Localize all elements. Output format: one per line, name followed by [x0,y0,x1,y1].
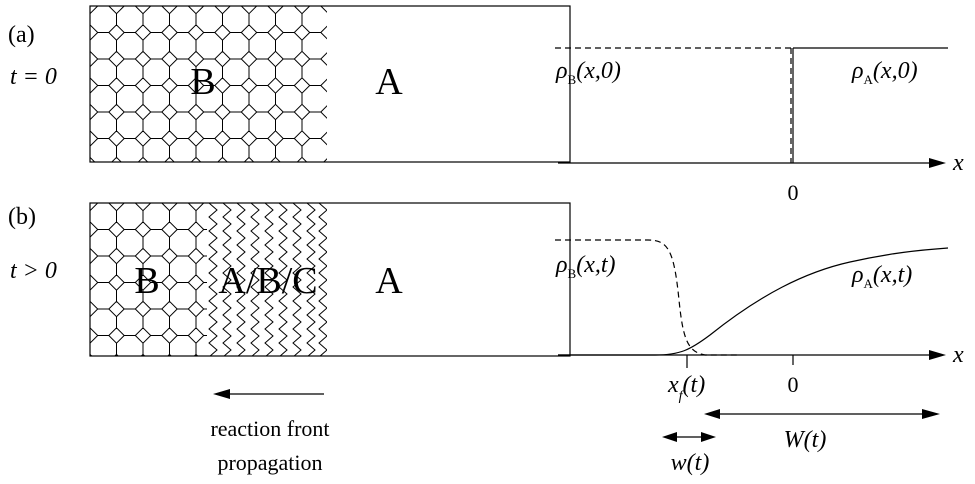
panel-b-rho-b-curve [555,239,740,356]
panel-b-x-arrowhead [929,350,946,360]
rho-a-args: (x,0) [873,58,918,84]
front-symbol: x [667,372,679,398]
width-w-label: w(t) [671,450,710,476]
panel-b-mixed-zone [208,203,327,356]
panel-b-rho-a-curve [558,247,949,356]
width-w-arrow [662,432,716,442]
rho-a-subscript: A [864,72,874,87]
octagon-cells [90,6,327,162]
rho-b-t-args: (x,t) [576,252,615,278]
panel-b-rho-b-label: ρB(x,t) [555,252,616,281]
front-position-label: xf(t) [667,372,705,404]
caption-line-2: propagation [217,450,322,475]
rho-a-t-symbol: ρ [851,262,864,288]
zigzag-line [250,203,260,356]
zigzag-line [278,203,288,356]
panel-a-rho-a-label: ρA(x,0) [851,58,918,87]
front-args: (t) [683,372,706,398]
panel-b-rho-a-label: ρA(x,t) [851,262,912,291]
rho-a-symbol: ρ [851,58,864,84]
rho-b-t-subscript: B [568,266,577,281]
rho-a-t-args: (x,t) [873,262,912,288]
panel-b-region-a: A [375,260,403,302]
panel-a-rho-b-label: ρB(x,0) [555,58,621,87]
panel-b-region-b: B [134,260,159,302]
panel-b-region-mixed: A/B/C [218,260,317,302]
zigzag-line [264,203,274,356]
rho-b-args: (x,0) [576,58,621,84]
rho-b-symbol: ρ [555,58,568,84]
width-big-w-label: W(t) [784,427,827,453]
panel-a-domain-box [89,5,571,163]
panel-b-b-lattice [90,203,207,356]
zigzag-line [306,203,316,356]
panel-a-region-a: A [375,61,403,103]
propagation-arrow [213,389,324,399]
rho-b-t-symbol: ρ [555,252,568,278]
zigzag-line [292,203,302,356]
panel-b-domain-box [89,202,571,357]
panel-b-origin-label: 0 [788,372,799,397]
octagon-cells [90,203,207,356]
panel-a-x-label: x [952,150,964,176]
panel-b-label: (b) [8,204,36,230]
panel-a-region-b: B [190,61,215,103]
panel-a-time: t = 0 [10,64,57,90]
panel-b-plot: x 0 ρB(x,t) ρA(x,t) xf(t) w(t) W(t) [555,239,964,476]
rho-a-t-subscript: A [864,276,874,291]
panel-a-x-arrowhead [929,158,946,168]
rho-b-subscript: B [568,72,577,87]
panel-b-time: t > 0 [10,258,57,284]
width-big-w-arrow [704,409,940,419]
panel-a-plot: x 0 ρB(x,0) ρA(x,0) [555,47,964,205]
panel-b-x-label: x [952,342,964,368]
zigzag-line [208,203,218,356]
front-subscript: f [679,389,685,404]
zigzag-line [222,203,232,356]
zigzag-line [318,203,327,356]
zigzag-line [236,203,246,356]
caption-line-1: reaction front [210,416,329,441]
panel-a-label: (a) [8,22,35,48]
panel-a-origin-label: 0 [788,180,799,205]
panel-a-b-lattice [90,6,327,162]
